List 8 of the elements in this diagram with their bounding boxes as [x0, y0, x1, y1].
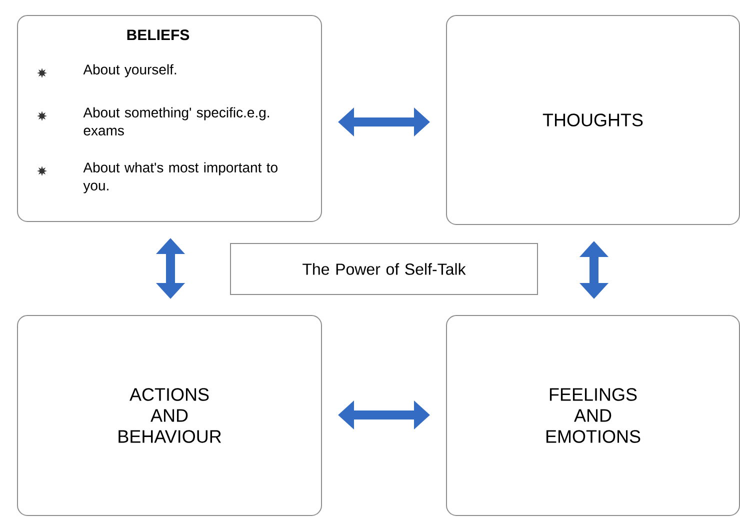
- bullet-text: About something' specific.e.g. exams: [83, 107, 269, 136]
- bullet-text: About what's most important to you.: [83, 162, 278, 194]
- heading: BELIEFS: [127, 30, 190, 40]
- title-box: The Power of Self-Talk: [230, 243, 538, 295]
- box: ACTIONS AND BEHAVIOUR: [17, 315, 322, 516]
- box: FEELINGS AND EMOTIONS: [446, 315, 740, 516]
- bullet-text: About yourself.: [83, 64, 176, 78]
- box: THOUGHTS: [446, 15, 740, 225]
